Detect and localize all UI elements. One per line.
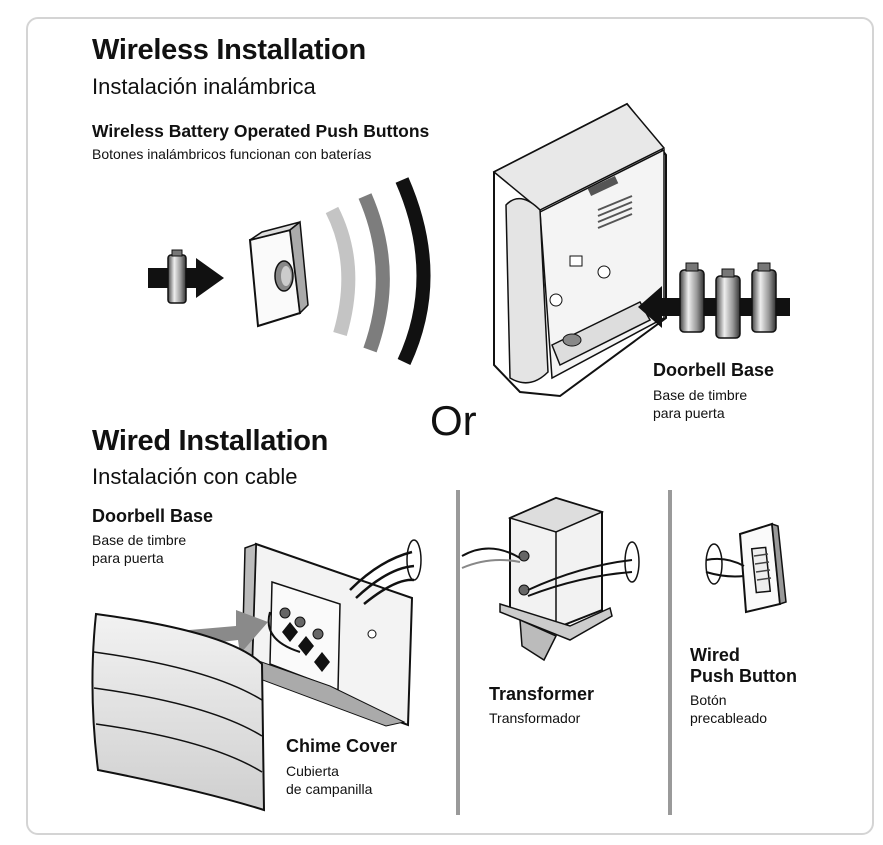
wireless-push-buttons-title: Wireless Battery Operated Push Buttons bbox=[92, 121, 430, 141]
battery-icon bbox=[167, 249, 187, 304]
wireless-doorbell-base-subtitle-1: Base de timbre bbox=[653, 387, 748, 403]
chime-cover-subtitle-2: de campanilla bbox=[286, 781, 373, 797]
transformer-icon bbox=[461, 496, 640, 662]
wired-installation-title: Wired Installation bbox=[92, 425, 329, 457]
wired-doorbell-base-subtitle-2: para puerta bbox=[92, 550, 164, 566]
wired-doorbell-base-icon bbox=[241, 539, 422, 727]
wired-push-button-icon bbox=[705, 522, 787, 614]
wireless-signal-icon bbox=[325, 177, 431, 365]
wired-push-button-title-1: Wired bbox=[690, 645, 740, 665]
wired-doorbell-base-title: Doorbell Base bbox=[92, 506, 214, 526]
chime-cover-icon bbox=[91, 612, 266, 812]
transformer-subtitle: Transformador bbox=[489, 710, 581, 726]
wireless-installation-subtitle: Instalación inalámbrica bbox=[92, 74, 316, 99]
wireless-doorbell-base-subtitle-2: para puerta bbox=[653, 405, 725, 421]
chime-cover-title: Chime Cover bbox=[286, 736, 398, 756]
or-label: Or bbox=[430, 397, 477, 444]
wired-push-button-subtitle-1: Botón bbox=[690, 692, 727, 708]
wireless-doorbell-base-title: Doorbell Base bbox=[653, 360, 775, 380]
wireless-push-buttons-subtitle: Botones inalámbricos funcionan con bater… bbox=[92, 146, 372, 162]
wireless-installation-title: Wireless Installation bbox=[92, 34, 366, 66]
wireless-doorbell-base-icon bbox=[492, 102, 667, 398]
wired-doorbell-base-subtitle-1: Base de timbre bbox=[92, 532, 187, 548]
wired-push-button-title-2: Push Button bbox=[690, 666, 797, 686]
wireless-push-button-icon bbox=[248, 220, 309, 328]
wired-push-button-subtitle-2: precableado bbox=[690, 710, 768, 726]
wired-installation-subtitle: Instalación con cable bbox=[92, 464, 298, 489]
batteries-icon bbox=[679, 262, 777, 339]
transformer-title: Transformer bbox=[489, 684, 595, 704]
chime-cover-subtitle-1: Cubierta bbox=[286, 763, 339, 779]
